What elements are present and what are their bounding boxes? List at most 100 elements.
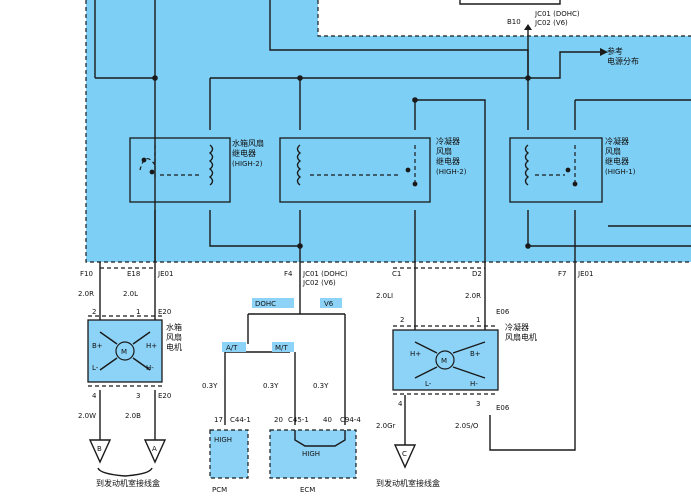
pin-f10: F10: [80, 270, 93, 278]
top-conn-v6: JC02 (V6): [534, 19, 568, 27]
wire-w4: 2.0R: [465, 292, 481, 300]
opt-mt: M/T: [275, 344, 288, 352]
rad-pin4: 4: [92, 392, 97, 400]
b10-arrow: [524, 24, 532, 30]
wire-w2: 2.0L: [123, 290, 138, 298]
relay3-name-1: 冷凝器: [605, 136, 629, 146]
wire-w10: 2.0Gr: [376, 422, 396, 430]
pcm-high: HIGH: [214, 436, 232, 444]
cond-pin2: 2: [400, 316, 404, 324]
ecm-conn2: C94-4: [340, 416, 361, 424]
radiator-relay-high2: 水箱风扇 继电器 (HIGH-2): [129, 137, 264, 203]
ground-label-right: 到发动机室接线盒: [376, 478, 440, 488]
ref-label-1: 参考: [607, 46, 623, 56]
pcm-conn: C44-1: [230, 416, 251, 424]
rad-pin1: 1: [136, 308, 140, 316]
panel-notch: [318, 0, 691, 36]
rad-pin2: 2: [92, 308, 96, 316]
condenser-relay-high2: 冷凝器 风扇 继电器 (HIGH-2): [279, 136, 467, 203]
rad-motor-m: M: [121, 348, 127, 356]
pin-f4: F4: [284, 270, 293, 278]
relay2-name-2: 风扇: [436, 146, 452, 156]
pin-c1: C1: [392, 270, 401, 278]
ground-connectors: B A C 到发动机室接线盒 到发动机室接线盒: [88, 439, 440, 488]
cond-motor-bplus: B+: [470, 350, 481, 358]
ground-label-left: 到发动机室接线盒: [96, 478, 160, 488]
cond-motor-hminus: H-: [470, 380, 478, 388]
wire-w6: 2.0B: [125, 412, 141, 420]
cond-motor-name-1: 冷凝器: [505, 322, 529, 332]
cond-pin4: 4: [398, 400, 403, 408]
pin-e18: E18: [127, 270, 140, 278]
ecm-conn1: C45-1: [288, 416, 309, 424]
cond-motor-m: M: [441, 357, 447, 365]
cond-pin1: 1: [476, 316, 480, 324]
cond-motor-hplus: H+: [410, 350, 421, 358]
panel-wires: [94, 0, 691, 262]
pin-d2: D2: [472, 270, 482, 278]
ecm-pin2: 40: [323, 416, 332, 424]
relay1-name-1: 水箱风扇: [232, 138, 264, 148]
pcm-block: 17 C44-1 HIGH PCM: [209, 416, 251, 494]
cond-conn-top: E06: [496, 308, 510, 316]
opt-at: A/T: [226, 344, 238, 352]
pcm-pin: 17: [214, 416, 223, 424]
wire-w11: 2.0S/O: [455, 422, 479, 430]
relay1-name-2: 继电器: [232, 148, 256, 158]
rad-motor-hminus: H-: [146, 364, 154, 372]
rad-motor-name-1: 水箱: [166, 322, 182, 332]
rad-motor-hplus: H+: [146, 342, 157, 350]
relay3-name-4: (HIGH-1): [605, 168, 636, 176]
rad-motor-lminus: L-: [92, 364, 99, 372]
wire-w9: 0.3Y: [313, 382, 329, 390]
rad-pin3: 3: [136, 392, 140, 400]
ecm-label: ECM: [300, 486, 315, 494]
ecm-high: HIGH: [302, 450, 320, 458]
radiator-fan-motor: M B+ H+ L- H- 2 1 E20 4 3 E20 水箱 风扇 电机: [87, 308, 182, 400]
wire-w3: 2.0LI: [376, 292, 393, 300]
rad-motor-name-2: 风扇: [166, 332, 182, 342]
ref-arrow: [600, 48, 608, 56]
cond-motor-name-2: 风扇电机: [505, 332, 537, 342]
ground-c: C: [402, 450, 407, 458]
ecm-block: 20 C45-1 40 C94-4 HIGH ECM: [269, 416, 361, 494]
rad-conn-bot: E20: [158, 392, 171, 400]
ref-label-2: 电源分布: [607, 56, 639, 66]
opt-dohc: DOHC: [255, 300, 276, 308]
rad-motor-bplus: B+: [92, 342, 103, 350]
pin-je01-right: JE01: [577, 270, 593, 278]
ecm-pin1: 20: [274, 416, 283, 424]
relay2-name-4: (HIGH-2): [436, 168, 467, 176]
pcm-label: PCM: [212, 486, 227, 494]
pin-jc02: JC02 (V6): [302, 279, 336, 287]
rad-conn-top: E20: [158, 308, 171, 316]
wire-w1: 2.0R: [78, 290, 94, 298]
relay1-name-3: (HIGH-2): [232, 160, 263, 168]
wire-w7: 0.3Y: [202, 382, 218, 390]
relay2-name-3: 继电器: [436, 156, 460, 166]
ground-a: A: [152, 445, 157, 453]
ground-b: B: [97, 445, 102, 453]
lower-wires: [99, 262, 576, 451]
top-conn-dohc: JC01 (DOHC): [534, 10, 580, 18]
condenser-fan-motor: M H+ B+ L- H- 2 1 E06 4 3 E06 冷凝器 风扇电机: [392, 308, 537, 412]
pin-jc01: JC01 (DOHC): [302, 270, 348, 278]
opt-v6: V6: [324, 300, 334, 308]
wire-w8: 0.3Y: [263, 382, 279, 390]
cond-pin3: 3: [476, 400, 480, 408]
junction-box-border: [85, 0, 691, 263]
engine-options: DOHC V6 A/T M/T: [222, 298, 342, 352]
junction-dots: [152, 75, 531, 249]
panel-notch-border: [317, 0, 691, 37]
pin-je01-left: JE01: [157, 270, 173, 278]
relay2-name-1: 冷凝器: [436, 136, 460, 146]
relay3-name-3: 继电器: [605, 156, 629, 166]
pin-b10: B10: [507, 18, 521, 26]
rad-motor-name-3: 电机: [166, 342, 182, 352]
condenser-relay-high1: 冷凝器 风扇 继电器 (HIGH-1): [509, 136, 636, 203]
pin-f7: F7: [558, 270, 566, 278]
relay3-name-2: 风扇: [605, 146, 621, 156]
cond-conn-bot: E06: [496, 404, 510, 412]
